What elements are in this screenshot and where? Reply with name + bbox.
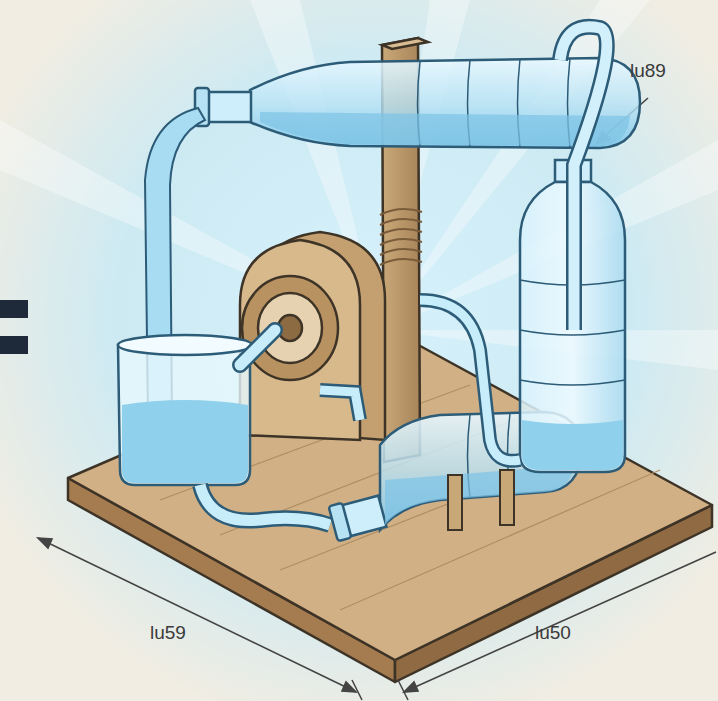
tube (200, 485, 330, 525)
tube (320, 390, 360, 420)
rope-binding (380, 209, 422, 265)
dimension-label: lu59 (150, 622, 186, 644)
equals-bar (0, 300, 28, 318)
tube (560, 27, 607, 330)
dimension-line (38, 538, 716, 700)
tube (420, 300, 520, 461)
dimension-label: lu50 (535, 622, 571, 644)
tube (420, 300, 520, 461)
part-label: lu89 (630, 60, 666, 82)
tube (200, 485, 330, 525)
bottle-stand (448, 470, 514, 530)
tube (240, 330, 275, 365)
tube (560, 27, 607, 330)
beaker (118, 335, 252, 485)
wheel-housing (240, 232, 385, 440)
top-bottle (195, 58, 640, 148)
tube (240, 330, 275, 365)
tube (320, 390, 360, 420)
equals-bar (0, 336, 28, 354)
